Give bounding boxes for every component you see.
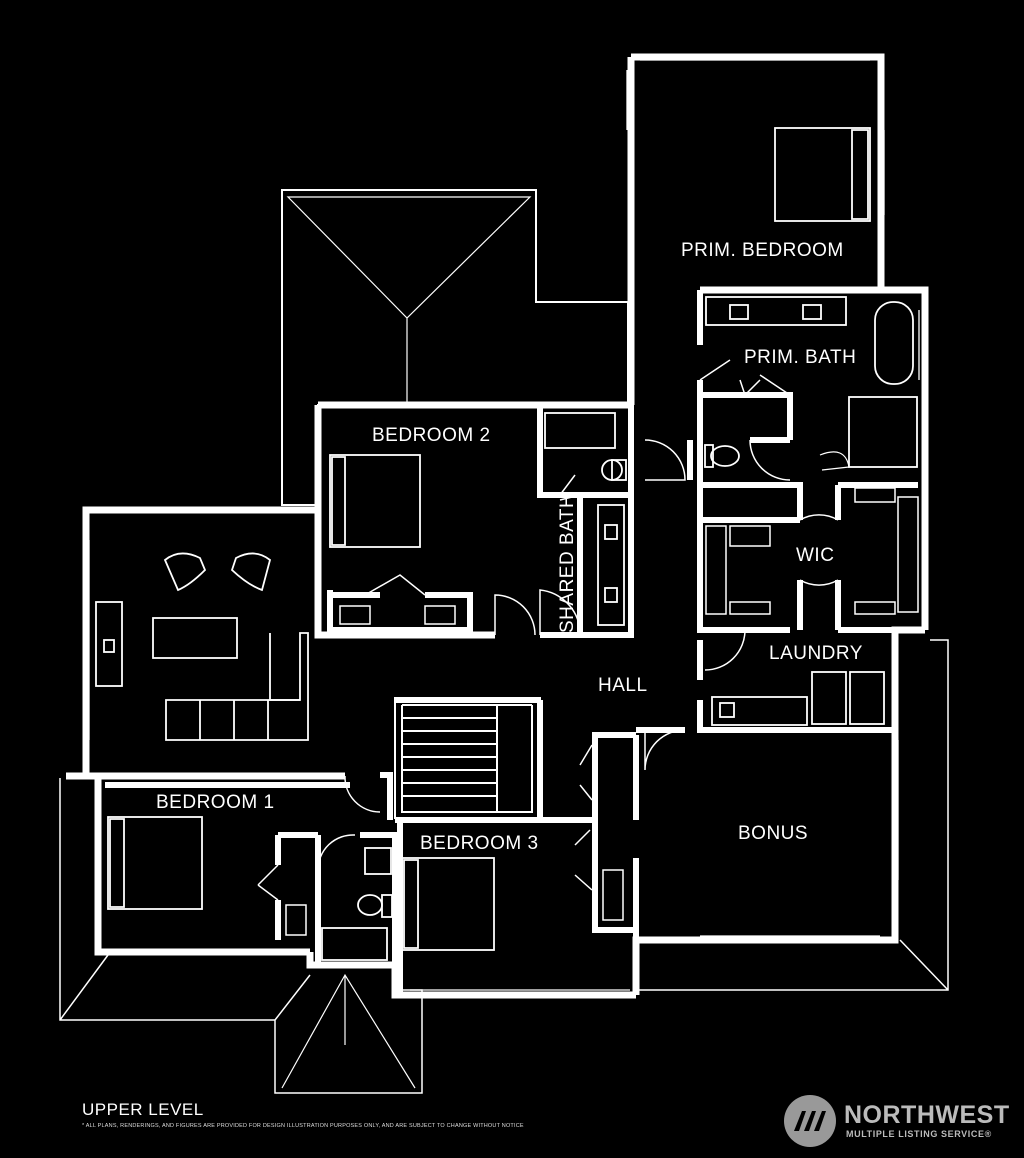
room-label-shared-bath: SHARED BATH (557, 493, 578, 633)
mls-logo-icon (784, 1095, 836, 1147)
staircase (394, 697, 541, 819)
interior-walls (95, 290, 925, 995)
room-label-bedroom-1: BEDROOM 1 (156, 792, 275, 813)
room-label-bedroom-2: BEDROOM 2 (372, 425, 491, 446)
living-furniture (95, 552, 309, 741)
room-label-wic: WIC (796, 545, 835, 566)
room-label-bonus: BONUS (738, 823, 809, 844)
doors (257, 359, 839, 901)
room-label-hall: HALL (598, 675, 648, 696)
room-label-primary-bedroom: PRIM. BEDROOM (681, 240, 844, 261)
level-title: UPPER LEVEL (82, 1100, 204, 1119)
closets (285, 487, 919, 936)
room-label-laundry: LAUNDRY (769, 643, 863, 664)
room-label-primary-bath: PRIM. BATH (744, 347, 857, 368)
brand-logo: NORTHWEST MULTIPLE LISTING SERVICE® (782, 1093, 1012, 1149)
bath-fixtures (321, 296, 918, 961)
brand-name: NORTHWEST (844, 1101, 1010, 1129)
room-label-bedroom-3: BEDROOM 3 (420, 833, 539, 854)
brand-subtitle: MULTIPLE LISTING SERVICE® (846, 1129, 992, 1139)
windows (88, 59, 920, 991)
beds (107, 127, 871, 951)
disclaimer-text: * ALL PLANS, RENDERINGS, AND FIGURES ARE… (82, 1123, 524, 1129)
